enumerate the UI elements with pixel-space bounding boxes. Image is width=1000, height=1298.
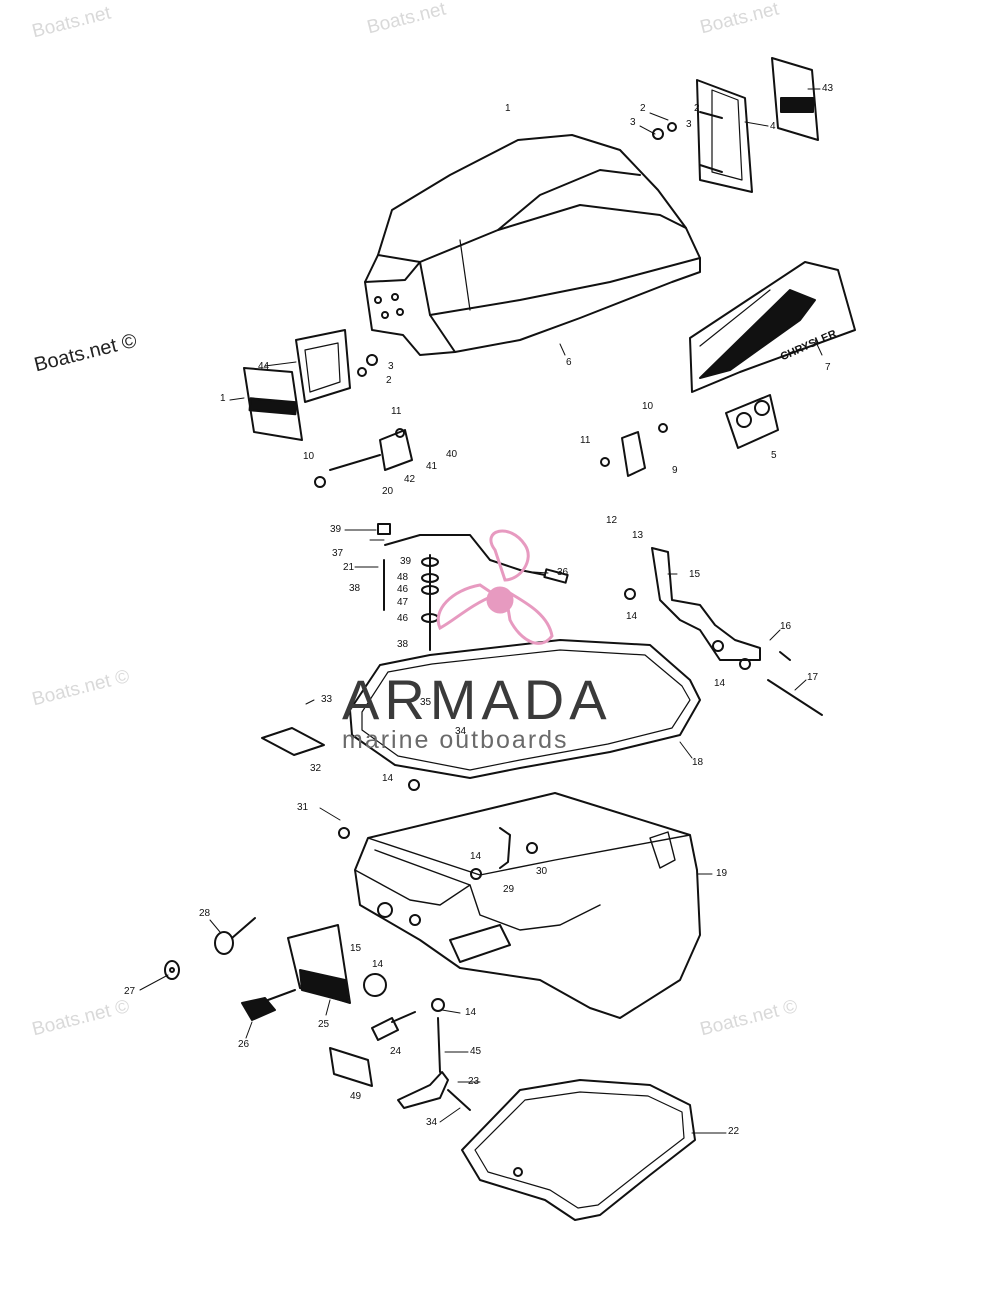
name-plate-1 — [243, 367, 303, 441]
decal-43 — [771, 57, 819, 141]
callout-label: 31 — [297, 802, 309, 813]
callout-label: 25 — [318, 1019, 330, 1030]
callout-label: 1 — [505, 103, 511, 114]
callout-label: 39 — [400, 556, 412, 567]
callout-label: 15 — [689, 569, 701, 580]
callout-label: 15 — [350, 943, 362, 954]
hinge-bracket-left — [314, 428, 413, 488]
callout-label: 35 — [420, 697, 432, 708]
callout-label: 17 — [807, 672, 819, 683]
callout-label: 30 — [536, 866, 548, 877]
callout-label: 45 — [470, 1046, 482, 1057]
callout-label: 19 — [716, 868, 728, 879]
callout-label: 34 — [426, 1117, 438, 1128]
callout-label: 44 — [258, 361, 270, 372]
callout-label: 14 — [470, 851, 482, 862]
callout-label: 38 — [397, 639, 409, 650]
callout-label: 27 — [124, 986, 136, 997]
callout-label: 32 — [310, 763, 322, 774]
callout-label: 11 — [580, 435, 591, 446]
callout-label: 38 — [349, 583, 361, 594]
callout-label: 1 — [220, 393, 226, 404]
latch-lever-15 — [624, 547, 823, 716]
brand-name: ARMADA — [342, 668, 612, 731]
bracket-23 — [397, 1017, 471, 1111]
callout-label: 2 — [640, 103, 646, 114]
callout-label: 37 — [332, 548, 344, 559]
callout-label: 36 — [557, 567, 569, 578]
callout-label: 14 — [626, 611, 638, 622]
callout-label: 9 — [672, 465, 678, 476]
callout-label: 3 — [388, 361, 394, 372]
chrysler-decal-text: CHRYSLER — [779, 328, 839, 363]
knob-26 — [241, 989, 296, 1021]
callout-label: 29 — [503, 884, 515, 895]
rear-mounting-plate — [696, 79, 753, 193]
callout-label: 18 — [692, 757, 704, 768]
callout-label: 46 — [397, 613, 409, 624]
callout-label: 40 — [446, 449, 458, 460]
callout-label: 6 — [566, 357, 572, 368]
callout-label: 4 — [770, 121, 776, 132]
callout-label: 3 — [630, 117, 636, 128]
brand-logo: ARMADA marine outboards — [342, 672, 612, 755]
callout-label: 21 — [343, 562, 355, 573]
callout-label: 2 — [694, 103, 700, 114]
callout-label: 14 — [714, 678, 726, 689]
callout-label: 47 — [397, 597, 409, 608]
lower-cowl-19 — [354, 792, 701, 1019]
callout-label: 3 — [686, 119, 692, 130]
callout-label: 46 — [397, 584, 409, 595]
engine-cover-hood — [364, 134, 701, 356]
callout-label: 10 — [303, 451, 315, 462]
callout-label: 39 — [330, 524, 342, 535]
front-air-grille-44 — [295, 329, 351, 403]
brand-tagline: marine outboards — [342, 726, 569, 754]
fitting-24 — [363, 973, 416, 1041]
callout-label: 26 — [238, 1039, 250, 1050]
front-panel-25 — [287, 924, 351, 1004]
callout-label: 7 — [825, 362, 831, 373]
plate-32 — [261, 727, 325, 756]
callout-label: 14 — [465, 1007, 477, 1018]
callout-label: 11 — [391, 406, 402, 417]
bottom-seal-22 — [461, 1079, 696, 1221]
primer-knob-28 — [214, 917, 256, 955]
callout-label: 49 — [350, 1091, 362, 1102]
callout-label: 13 — [632, 530, 644, 541]
callout-label: 48 — [397, 572, 409, 583]
leader-lines — [139, 88, 823, 1134]
hardware-fasteners — [338, 122, 677, 1012]
callout-label: 23 — [468, 1076, 480, 1087]
cover-seal-18 — [349, 639, 701, 779]
callout-label: 14 — [382, 773, 394, 784]
grommet-plate-5 — [725, 394, 779, 449]
callout-label: 34 — [455, 726, 467, 737]
side-decal-panel — [689, 261, 856, 393]
callout-label: 42 — [404, 474, 416, 485]
armada-propeller-logo — [436, 529, 554, 645]
callout-label: 5 — [771, 450, 777, 461]
washer-27 — [164, 960, 180, 980]
callout-label: 10 — [642, 401, 654, 412]
callout-label: 41 — [426, 461, 438, 472]
callout-label: 28 — [199, 908, 211, 919]
callout-label: 43 — [822, 83, 834, 94]
label-49 — [329, 1047, 373, 1087]
callout-label: 14 — [372, 959, 384, 970]
callout-label: 12 — [606, 515, 618, 526]
hinge-bracket-9 — [600, 423, 668, 477]
callout-label: 22 — [728, 1126, 740, 1137]
callout-label: 2 — [386, 375, 392, 386]
callout-label: 20 — [382, 486, 394, 497]
callout-label: 24 — [390, 1046, 402, 1057]
callout-label: 33 — [321, 694, 333, 705]
callout-label: 16 — [780, 621, 792, 632]
